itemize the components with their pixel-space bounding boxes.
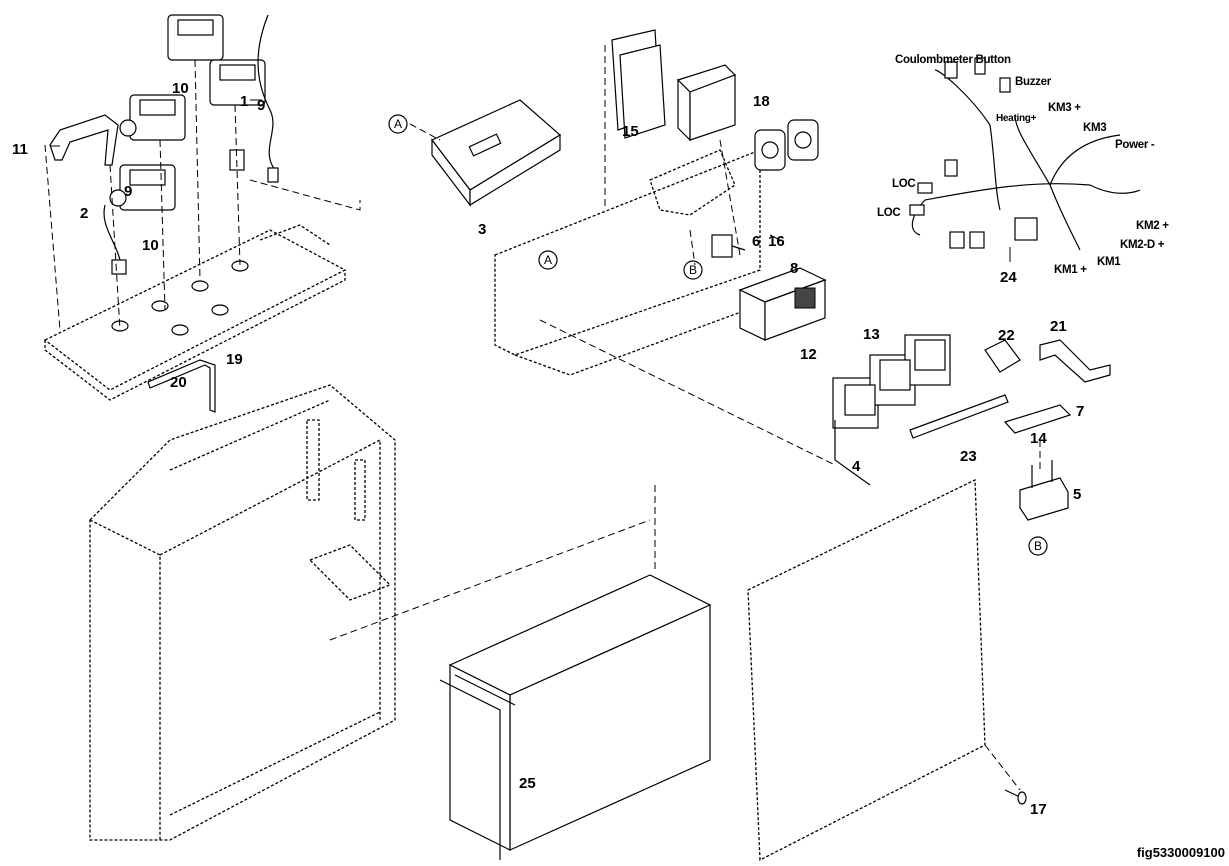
part-label-7: 7	[1076, 403, 1084, 420]
harness-label-power-minus: Power -	[1115, 139, 1155, 151]
battery-unit	[439, 574, 712, 860]
part-label-2: 2	[80, 205, 88, 222]
part-label-10b: 10	[142, 237, 159, 254]
harness-label-km2-d-plus: KM2-D +	[1120, 239, 1165, 251]
enclosure-frame	[89, 384, 396, 841]
part-label-18: 18	[753, 93, 770, 110]
harness-label-km1-plus: KM1 +	[1054, 264, 1087, 276]
part-label-10a: 10	[172, 80, 189, 97]
harness-label-loc-2: LOC	[877, 207, 900, 219]
part-label-8: 8	[790, 260, 798, 277]
harness-label-loc-1: LOC	[892, 178, 915, 190]
harness-label-km3-plus: KM3 +	[1048, 102, 1081, 114]
part-label-6: 6	[752, 233, 760, 250]
part-label-11: 11	[12, 141, 28, 158]
part-label-20: 20	[170, 374, 187, 391]
side-cover-panel	[747, 478, 986, 862]
busbars	[834, 339, 1111, 521]
part-label-12: 12	[800, 346, 817, 363]
svg-text:A: A	[544, 253, 552, 267]
current-sensor-8	[754, 119, 819, 171]
wiring-harness	[909, 57, 1141, 262]
svg-text:B: B	[689, 263, 697, 277]
part-label-9b: 9	[124, 183, 132, 200]
harness-label-heating-plus: Heating+	[996, 113, 1037, 124]
part-label-9a: 9	[257, 97, 265, 114]
part-label-4: 4	[852, 458, 861, 475]
part-label-17: 17	[1030, 801, 1047, 818]
part-label-22: 22	[998, 327, 1015, 344]
handle	[49, 114, 119, 166]
harness-label-km3: KM3	[1083, 122, 1106, 134]
part-label-21: 21	[1050, 318, 1067, 335]
part-label-25: 25	[519, 775, 536, 792]
board-15	[611, 29, 666, 139]
assembly-lines	[44, 45, 1041, 791]
display-meters	[109, 14, 266, 211]
cable-2	[103, 204, 121, 261]
harness-label-km2-plus: KM2 +	[1136, 220, 1169, 232]
ref-mark-b-1: B	[683, 260, 703, 280]
contactor-block	[832, 334, 951, 429]
main-mounting-plate	[494, 149, 761, 376]
part-label-14: 14	[1030, 430, 1047, 447]
part-6	[711, 234, 781, 258]
figure-id: fig5330009100	[1137, 845, 1225, 860]
part-label-24: 24	[1000, 269, 1017, 286]
controller-module	[431, 99, 562, 207]
part-label-5: 5	[1073, 486, 1081, 503]
svg-text:A: A	[394, 117, 402, 131]
part-label-3: 3	[478, 221, 486, 238]
ref-mark-b-2: B	[1028, 536, 1048, 556]
svg-text:B: B	[1034, 539, 1042, 553]
screw-17	[1004, 789, 1027, 805]
part-label-19: 19	[226, 351, 243, 368]
part-label-15: 15	[622, 123, 639, 140]
part-label-16: 16	[768, 233, 785, 250]
ref-mark-a-2: A	[538, 250, 558, 270]
part-label-13: 13	[863, 326, 880, 343]
bracket-19-20	[147, 359, 216, 413]
cable-1	[257, 14, 276, 171]
part-label-23: 23	[960, 448, 977, 465]
module-12	[738, 267, 827, 341]
module-18	[676, 64, 737, 142]
top-mounting-plate	[43, 224, 347, 401]
harness-label-buzzer: Buzzer	[1015, 76, 1052, 88]
harness-label-km1: KM1	[1097, 256, 1121, 268]
harness-label-coulombmeter-button: Coulombmeter Button	[895, 54, 1011, 66]
part-label-1: 1	[240, 93, 248, 110]
ref-mark-a-1: A	[388, 114, 408, 134]
